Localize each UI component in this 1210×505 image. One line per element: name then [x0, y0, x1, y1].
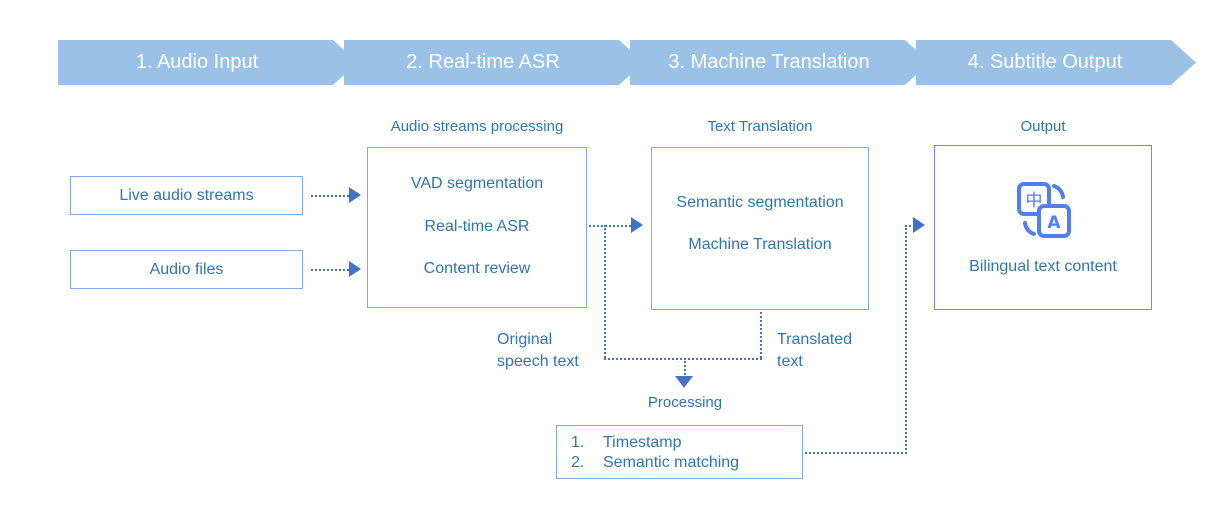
input-box-live-audio-streams[interactable]: Live audio streams	[70, 176, 303, 215]
arrowhead-merge-to-processing	[675, 376, 693, 388]
connector-original-speech-text-down	[604, 225, 606, 358]
processing-item-2-number: 2.	[571, 454, 585, 471]
arrowhead-audio-files-to-asr	[349, 261, 361, 277]
arrowhead-asr-to-translation	[631, 217, 643, 233]
output-box[interactable]: 中 A Bilingual text content	[934, 145, 1152, 310]
asr-item-realtime-asr: Real-time ASR	[424, 218, 530, 235]
connector-audio-files-to-asr	[311, 269, 349, 271]
processing-item-1-label: Timestamp	[603, 434, 682, 451]
caption-processing: Processing	[647, 394, 723, 411]
input-label-live-audio-streams: Live audio streams	[119, 187, 254, 204]
stage-banner-subtitle-output[interactable]: 4. Subtitle Output	[916, 40, 1196, 85]
connector-translated-text-down	[760, 312, 762, 358]
edge-label-original-line1: Original	[497, 331, 553, 348]
processing-item-2-label: Semantic matching	[603, 454, 740, 471]
connector-processing-to-output-horizontal	[805, 452, 907, 454]
connector-asr-to-translation	[589, 225, 631, 227]
asr-item-content-review: Content review	[423, 260, 531, 277]
connector-merge-bar	[604, 358, 762, 360]
stage-banner-realtime-asr[interactable]: 2. Real-time ASR	[344, 40, 644, 85]
asr-item-vad-segmentation: VAD segmentation	[410, 175, 544, 192]
edge-label-translated-line2: text	[777, 353, 803, 370]
translation-item-machine-translation: Machine Translation	[688, 236, 832, 253]
output-label-bilingual-text-content: Bilingual text content	[969, 258, 1117, 275]
connector-processing-to-output-entry	[905, 225, 915, 227]
stage-banner-machine-translation[interactable]: 3. Machine Translation	[630, 40, 930, 85]
edge-label-original-speech-text: Original speech text	[497, 329, 579, 373]
caption-text-translation: Text Translation	[707, 118, 813, 135]
arrowhead-processing-to-output	[913, 217, 925, 233]
connector-processing-to-output-vertical	[905, 225, 907, 454]
edge-label-original-line2: speech text	[497, 353, 579, 370]
translation-item-semantic-segmentation: Semantic segmentation	[676, 194, 844, 211]
stage-banner-audio-input[interactable]: 1. Audio Input	[58, 40, 358, 85]
translation-box[interactable]: Semantic segmentation Machine Translatio…	[651, 147, 869, 310]
arrowhead-live-audio-to-asr	[349, 187, 361, 203]
caption-output: Output	[1020, 118, 1066, 135]
processing-item-1-number: 1.	[571, 434, 585, 451]
connector-live-audio-to-asr	[311, 195, 349, 197]
processing-item-semantic-matching: 2. Semantic matching	[571, 454, 739, 472]
processing-box[interactable]: 1. Timestamp 2. Semantic matching	[556, 425, 803, 479]
edge-label-translated-line1: Translated	[777, 331, 852, 348]
processing-item-timestamp: 1. Timestamp	[571, 434, 682, 452]
edge-label-translated-text: Translated text	[777, 329, 852, 373]
input-label-audio-files: Audio files	[149, 261, 224, 278]
svg-text:中: 中	[1026, 191, 1043, 211]
asr-box[interactable]: VAD segmentation Real-time ASR Content r…	[367, 147, 587, 308]
translate-icon: 中 A	[1013, 182, 1075, 240]
connector-merge-to-processing	[684, 358, 686, 378]
input-box-audio-files[interactable]: Audio files	[70, 250, 303, 289]
caption-audio-streams-processing: Audio streams processing	[390, 118, 564, 135]
svg-text:A: A	[1047, 213, 1061, 233]
